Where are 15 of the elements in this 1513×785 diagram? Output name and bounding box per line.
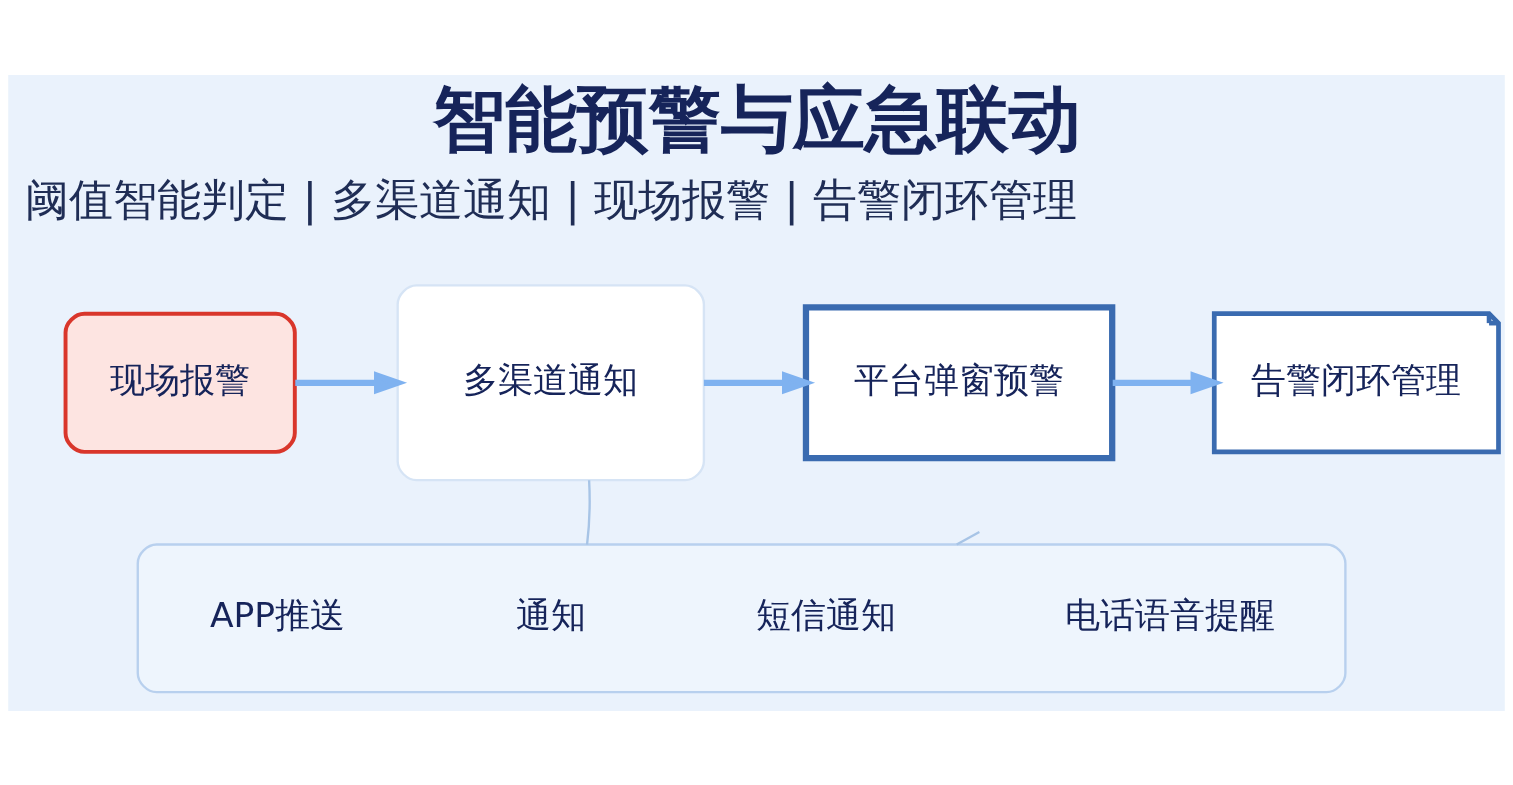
arrow	[703, 370, 816, 394]
arrow	[1112, 370, 1224, 394]
node-text: 短信通知	[755, 594, 896, 635]
cluster	[136, 542, 1347, 693]
node-box: 现场报警	[63, 311, 297, 454]
connector	[956, 530, 980, 546]
diagram-title: 智能预警与应急联动	[433, 76, 1081, 161]
label: 阈值智能判定 | 多渠道通知 | 现场报警 | 告警闭环管理	[24, 173, 1077, 225]
node-text: 电话语音提醒	[1064, 594, 1275, 635]
node-box: 多渠道通知	[396, 283, 706, 481]
arrow	[295, 370, 408, 394]
connector	[585, 479, 591, 545]
node-text: 通知	[515, 594, 586, 635]
node-text: APP推送	[209, 594, 346, 635]
node-box: 平台弹窗预警	[802, 303, 1116, 461]
